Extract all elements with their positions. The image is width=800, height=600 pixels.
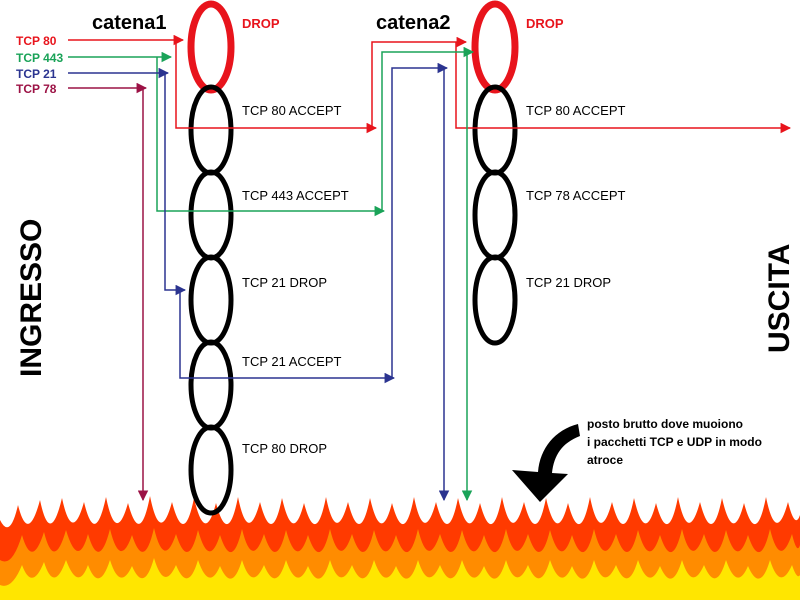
chain1-rule-4: TCP 21 ACCEPT <box>242 354 342 369</box>
chain1-rule-1: TCP 80 ACCEPT <box>242 103 342 118</box>
chain1-link-2 <box>188 169 234 261</box>
path-tcp21-seg3 <box>179 290 396 384</box>
chain2-rule-2: TCP 78 ACCEPT <box>526 188 626 203</box>
chain1-policy-label: DROP <box>242 16 280 31</box>
chain2-title: catena2 <box>376 12 451 34</box>
chain2-policy-link <box>471 0 519 94</box>
chain2-link-2 <box>472 169 518 261</box>
packet-label-tcp443: TCP 443 <box>16 51 63 65</box>
chain1-policy-link <box>187 0 235 94</box>
path-tcp21-seg2 <box>164 73 187 296</box>
packet-label-tcp21: TCP 21 <box>16 67 57 81</box>
path-tcp21-seg4 <box>391 62 449 378</box>
chain2-rule-3: TCP 21 DROP <box>526 275 611 290</box>
flames-inner <box>0 558 800 600</box>
chain1-rule-3: TCP 21 DROP <box>242 275 327 290</box>
path-tcp443-seg3 <box>381 46 475 211</box>
chain1-link-4 <box>188 339 234 431</box>
chain1-link-3 <box>188 254 234 346</box>
path-tcp21 <box>68 62 450 502</box>
path-tcp443-seg2 <box>156 57 386 217</box>
path-tcp80-seg2 <box>175 40 378 134</box>
fire-decoration <box>0 496 800 600</box>
path-tcp80-seg4 <box>455 42 792 134</box>
note-line-1: posto brutto dove muoiono <box>587 417 743 431</box>
chain1-title: catena1 <box>92 12 167 34</box>
chain2-rule-1: TCP 80 ACCEPT <box>526 103 626 118</box>
path-tcp80 <box>68 34 792 134</box>
chain1 <box>187 0 235 516</box>
note-line-3: atroce <box>587 453 623 467</box>
chain1-link-1 <box>188 84 234 176</box>
chain1-link-5 <box>188 424 234 516</box>
chain2-policy-label: DROP <box>526 16 564 31</box>
curved-arrow-icon <box>512 424 580 502</box>
path-tcp78 <box>68 82 149 502</box>
packet-label-tcp78: TCP 78 <box>16 82 57 96</box>
chain1-rule-5: TCP 80 DROP <box>242 441 327 456</box>
chain2-link-1 <box>472 84 518 176</box>
egress-label: USCITA <box>763 244 796 353</box>
path-tcp443 <box>68 46 475 502</box>
chain1-rule-2: TCP 443 ACCEPT <box>242 188 349 203</box>
packet-label-tcp80: TCP 80 <box>16 34 57 48</box>
note-line-2: i pacchetti TCP e UDP in modo <box>587 435 762 449</box>
chain2-link-3 <box>472 254 518 346</box>
path-tcp80-seg3 <box>371 36 468 128</box>
chain2 <box>471 0 519 346</box>
ingress-label: INGRESSO <box>15 219 48 377</box>
